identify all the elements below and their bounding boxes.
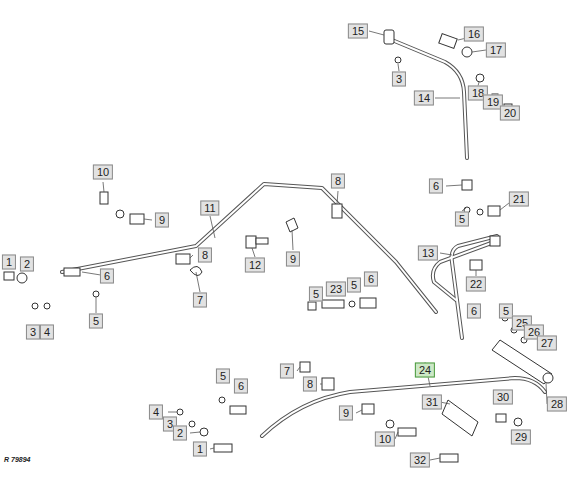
callout-number: 27 xyxy=(537,336,557,351)
callout-number: 10 xyxy=(93,165,113,180)
callout-number: 8 xyxy=(331,174,345,189)
callout-number: 8 xyxy=(198,248,212,263)
callout-number: 5 xyxy=(455,212,469,227)
callout-number: 5 xyxy=(347,278,361,293)
callout-number: 15 xyxy=(348,24,368,39)
callout-number: 20 xyxy=(500,106,520,121)
callout-number: 10 xyxy=(375,432,395,447)
callout-number: 3 xyxy=(392,72,406,87)
callout-number: 6 xyxy=(467,304,481,319)
drawing-number: R 79894 xyxy=(4,453,30,466)
callout-number: 4 xyxy=(40,325,54,340)
callout-number: 7 xyxy=(193,293,207,308)
callout-number: 5 xyxy=(216,369,230,384)
callout-number: 1 xyxy=(193,442,207,457)
callout-number: 17 xyxy=(486,43,506,58)
callout-number: 5 xyxy=(89,314,103,329)
callout-number: 9 xyxy=(155,213,169,228)
callout-number: 13 xyxy=(418,246,438,261)
callout-number: 2 xyxy=(20,257,34,272)
callout-number: 24 xyxy=(415,363,435,378)
callout-number: 21 xyxy=(509,192,529,207)
callout-number: 1 xyxy=(2,255,16,270)
callout-number: 30 xyxy=(493,390,513,405)
callout-number: 6 xyxy=(364,272,378,287)
callout-number: 28 xyxy=(547,397,567,412)
callout-number: 11 xyxy=(200,201,219,216)
callout-number: 29 xyxy=(511,430,531,445)
callout-number: 23 xyxy=(326,282,346,297)
callout-number: 14 xyxy=(414,91,434,106)
callout-number: 6 xyxy=(429,179,443,194)
callout-number: 2 xyxy=(173,426,187,441)
callout-number: 4 xyxy=(149,405,163,420)
callout-number: 6 xyxy=(234,379,248,394)
callout-number: 12 xyxy=(245,258,265,273)
callout-number: 5 xyxy=(309,287,323,302)
callout-number: 7 xyxy=(280,364,294,379)
callout-number: 16 xyxy=(464,27,484,42)
callout-number: 9 xyxy=(286,252,300,267)
callout-number: 32 xyxy=(410,453,430,468)
callout-number: 3 xyxy=(26,325,40,340)
callout-number: 8 xyxy=(303,377,317,392)
callout-number: 31 xyxy=(422,395,442,410)
callout-number: 22 xyxy=(466,277,486,292)
callout-number: 9 xyxy=(339,406,353,421)
callout-number: 6 xyxy=(100,269,114,284)
